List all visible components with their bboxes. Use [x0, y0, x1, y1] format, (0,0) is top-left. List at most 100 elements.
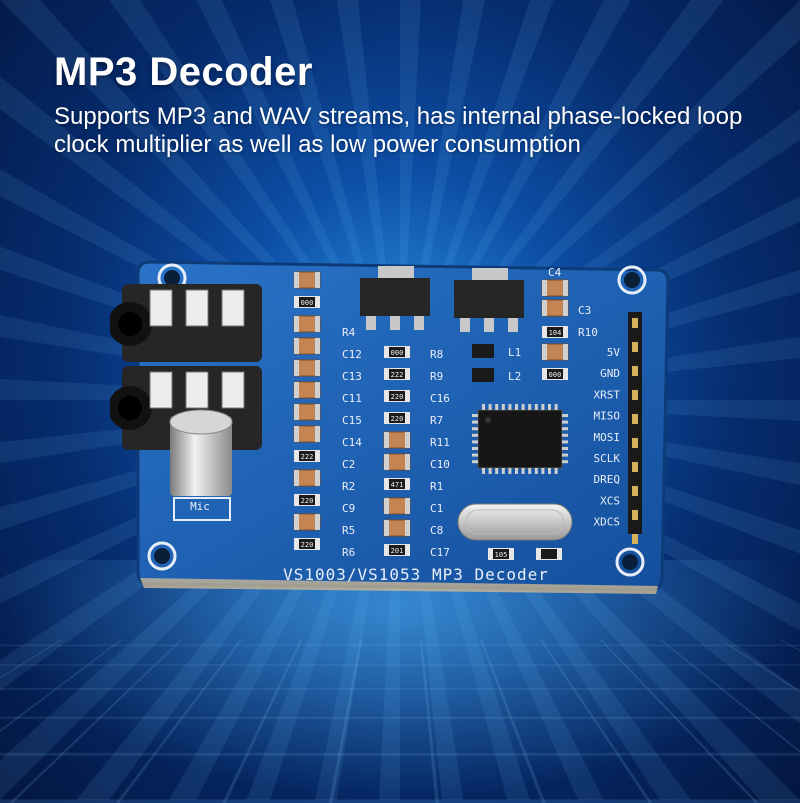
chip-pin — [555, 468, 558, 474]
component-label: C4 — [548, 266, 562, 279]
chip-pin — [562, 421, 568, 424]
inductor-l2 — [472, 368, 494, 382]
pin-label: XDCS — [594, 516, 621, 529]
component-label: C13 — [342, 370, 362, 383]
resistor-code: 220 — [391, 415, 404, 423]
header-pin — [632, 318, 638, 328]
resistor-code: 222 — [391, 371, 404, 379]
mic-label: Mic — [190, 500, 210, 513]
chip-pin — [535, 468, 538, 474]
chip-pin — [482, 404, 485, 410]
chip-pin — [535, 404, 538, 410]
chip-pin — [562, 460, 568, 463]
component-label: R7 — [430, 414, 443, 427]
resistor-code: 471 — [391, 481, 404, 489]
description: Supports MP3 and WAV streams, has intern… — [54, 103, 784, 159]
header-pin — [632, 486, 638, 496]
component-label: C9 — [342, 502, 355, 515]
chip-pin — [508, 468, 511, 474]
chip-pin — [541, 404, 544, 410]
chip-pin — [472, 421, 478, 424]
chip-pin — [548, 404, 551, 410]
chip-pin — [489, 404, 492, 410]
component-label: R4 — [342, 326, 356, 339]
chip-pin — [562, 440, 568, 443]
component-label: R5 — [342, 524, 355, 537]
chip-pin — [472, 460, 478, 463]
decoder-chip — [478, 410, 562, 468]
header-pin — [632, 366, 638, 376]
component-label: C2 — [342, 458, 355, 471]
chip-pin — [562, 414, 568, 417]
component-label: R9 — [430, 370, 443, 383]
component-label: C17 — [430, 546, 450, 559]
chip-pin — [562, 434, 568, 437]
chip-pin — [495, 404, 498, 410]
chip-pin — [562, 447, 568, 450]
chip-pin — [472, 427, 478, 430]
chip-pin — [472, 414, 478, 417]
pin-label: XRST — [594, 388, 621, 401]
chip-pin — [555, 404, 558, 410]
resistor-code: 220 — [391, 393, 404, 401]
resistor-code: 105 — [495, 551, 508, 559]
component-label: C14 — [342, 436, 362, 449]
component-label: C1 — [430, 502, 443, 515]
inductor-l1 — [472, 344, 494, 358]
component-label: R2 — [342, 480, 355, 493]
resistor-code: 201 — [391, 547, 404, 555]
chip-pin — [472, 454, 478, 457]
pin-label: DREQ — [594, 473, 621, 486]
chip-pin — [495, 468, 498, 474]
component-label: R11 — [430, 436, 450, 449]
header-pin — [632, 534, 638, 544]
component-label: R8 — [430, 348, 443, 361]
chip-pin — [472, 440, 478, 443]
chip-pin — [522, 468, 525, 474]
component-label: C11 — [342, 392, 362, 405]
component-label: C8 — [430, 524, 443, 537]
component-label: C16 — [430, 392, 450, 405]
chip-pin — [548, 468, 551, 474]
pin-label: MISO — [594, 410, 621, 423]
component-label: R6 — [342, 546, 355, 559]
resistor-code: 104 — [549, 329, 562, 337]
resistor-code: 000 — [549, 371, 562, 379]
component-label: C3 — [578, 304, 591, 317]
chip-pin — [489, 468, 492, 474]
chip-pin — [515, 468, 518, 474]
crystal-oscillator — [458, 504, 572, 540]
board-silkscreen: VS1003/VS1053 MP3 Decoder — [283, 565, 549, 584]
headline: MP3 Decoder — [54, 50, 313, 95]
resistor-code: 000 — [301, 299, 314, 307]
header-pin — [632, 390, 638, 400]
pin-label: 5V — [607, 346, 621, 359]
component-label: C10 — [430, 458, 450, 471]
component-label: R10 — [578, 326, 598, 339]
chip-pin — [528, 468, 531, 474]
resistor-code: 220 — [301, 541, 314, 549]
pin-label: MOSI — [594, 431, 621, 444]
header-pin — [632, 414, 638, 424]
decoder-board-photo: Mic 000 222 220 220 000 222 220 220 471 201 — [110, 248, 680, 598]
component-label: R1 — [430, 480, 443, 493]
chip-pin — [562, 454, 568, 457]
resistor-code: 220 — [301, 497, 314, 505]
component-label: C12 — [342, 348, 362, 361]
chip-pin — [502, 404, 505, 410]
decoder-board: Mic 000 222 220 220 000 222 220 220 471 201 — [110, 248, 680, 598]
chip-pin — [528, 404, 531, 410]
chip-pin — [472, 434, 478, 437]
header-pin — [632, 342, 638, 352]
pin-header — [628, 312, 642, 544]
pin-label: SCLK — [594, 452, 621, 465]
header-pin — [632, 462, 638, 472]
resistor-code: 000 — [391, 349, 404, 357]
chip-pin — [482, 468, 485, 474]
pin-label: XCS — [600, 494, 620, 507]
resistor-code: 222 — [301, 453, 314, 461]
component-label: L1 — [508, 346, 521, 359]
chip-pin — [502, 468, 505, 474]
header-pin — [632, 510, 638, 520]
chip-pin — [515, 404, 518, 410]
